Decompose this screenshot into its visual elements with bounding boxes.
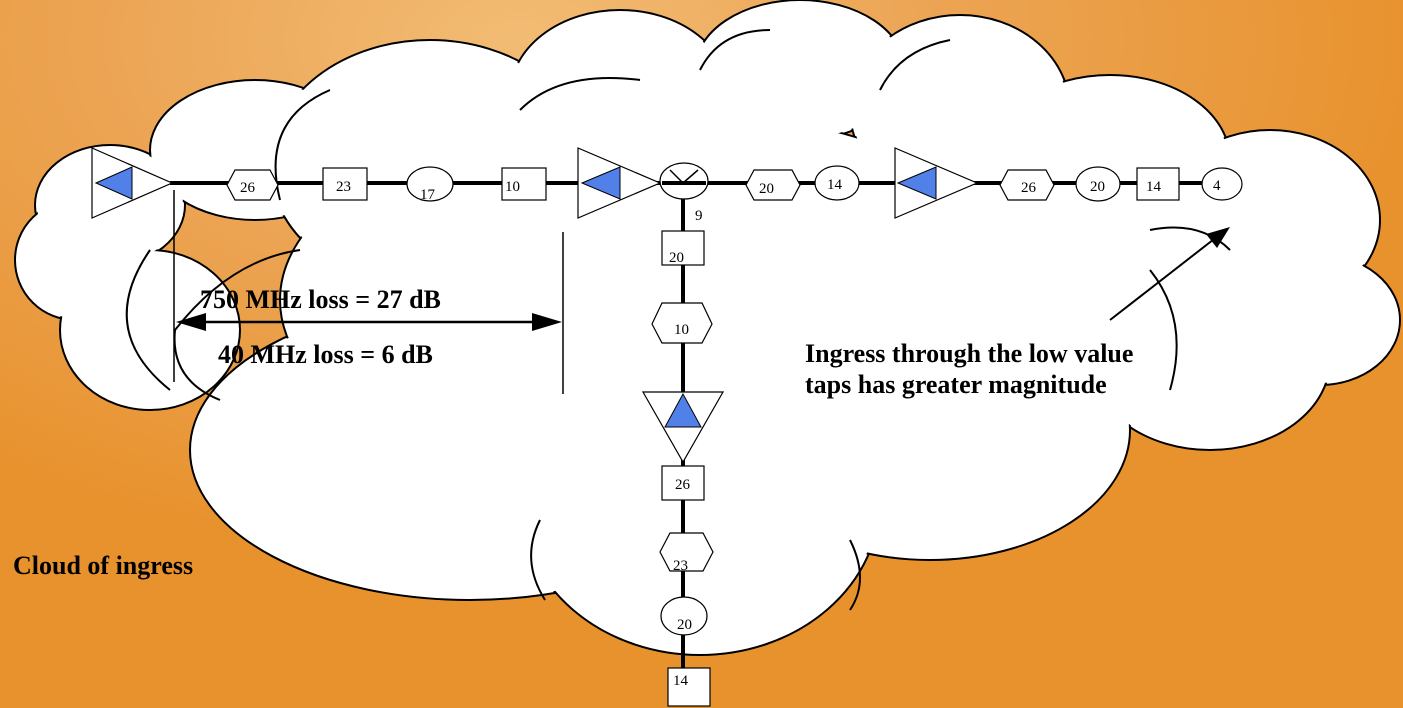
tap-26b-value: 26 [1021,180,1037,196]
tap-20c-value: 20 [669,250,684,266]
amplifier-1-icon [91,147,174,219]
tap-17-icon [406,166,454,202]
span-arrow-right-icon [532,313,562,331]
tap-20a-icon [745,169,801,201]
amplifier-4-icon [641,391,725,464]
ingress-note-line2: taps has greater magnitude [805,370,1107,399]
tap-23a-value: 23 [336,179,351,195]
ingress-note-line1: Ingress through the low value [805,339,1133,368]
tap-26a-value: 26 [240,180,256,196]
tap-20b-value: 20 [1090,179,1105,195]
cloud-label: Cloud of ingress [13,551,193,580]
tap-10a-value: 10 [505,179,520,195]
tap-26b-icon [999,169,1055,201]
tap-23b-icon [659,532,714,572]
ingress-arrowhead-icon [1206,227,1230,248]
tap-20d-value: 20 [677,617,692,633]
amplifier-2-icon [577,147,662,219]
tap-20d-icon [660,596,708,636]
tap-26a-icon [226,169,279,201]
tap-26c-value: 26 [675,477,691,493]
tap-23a-icon [322,167,368,201]
tap-23b-value: 23 [673,558,688,574]
tap-17-value: 17 [420,187,436,203]
splitter-9-value: 9 [695,208,703,224]
tap-10b-value: 10 [674,322,689,338]
tap-26c-icon [661,465,705,501]
tap-20c-icon [661,230,705,266]
tap-10a-icon [501,167,547,201]
tap-4-icon [1201,167,1243,201]
tap-14b-icon [1136,167,1180,201]
span-loss-high: 750 MHz loss = 27 dB [200,285,441,314]
tap-14a-icon [814,165,860,201]
tap-20b-icon [1075,166,1121,202]
tap-14c-icon [667,667,711,707]
ingress-arrow [1109,235,1219,321]
amplifier-3-icon [894,147,979,219]
tap-4-value: 4 [1213,178,1221,194]
span-arrow-left-icon [176,313,206,331]
tap-10b-icon [651,302,713,344]
span-loss-low: 40 MHz loss = 6 dB [218,340,433,369]
tap-14a-value: 14 [827,177,843,193]
tap-14b-value: 14 [1146,179,1162,195]
tap-20a-value: 20 [759,181,774,197]
tap-14c-value: 14 [673,673,689,689]
